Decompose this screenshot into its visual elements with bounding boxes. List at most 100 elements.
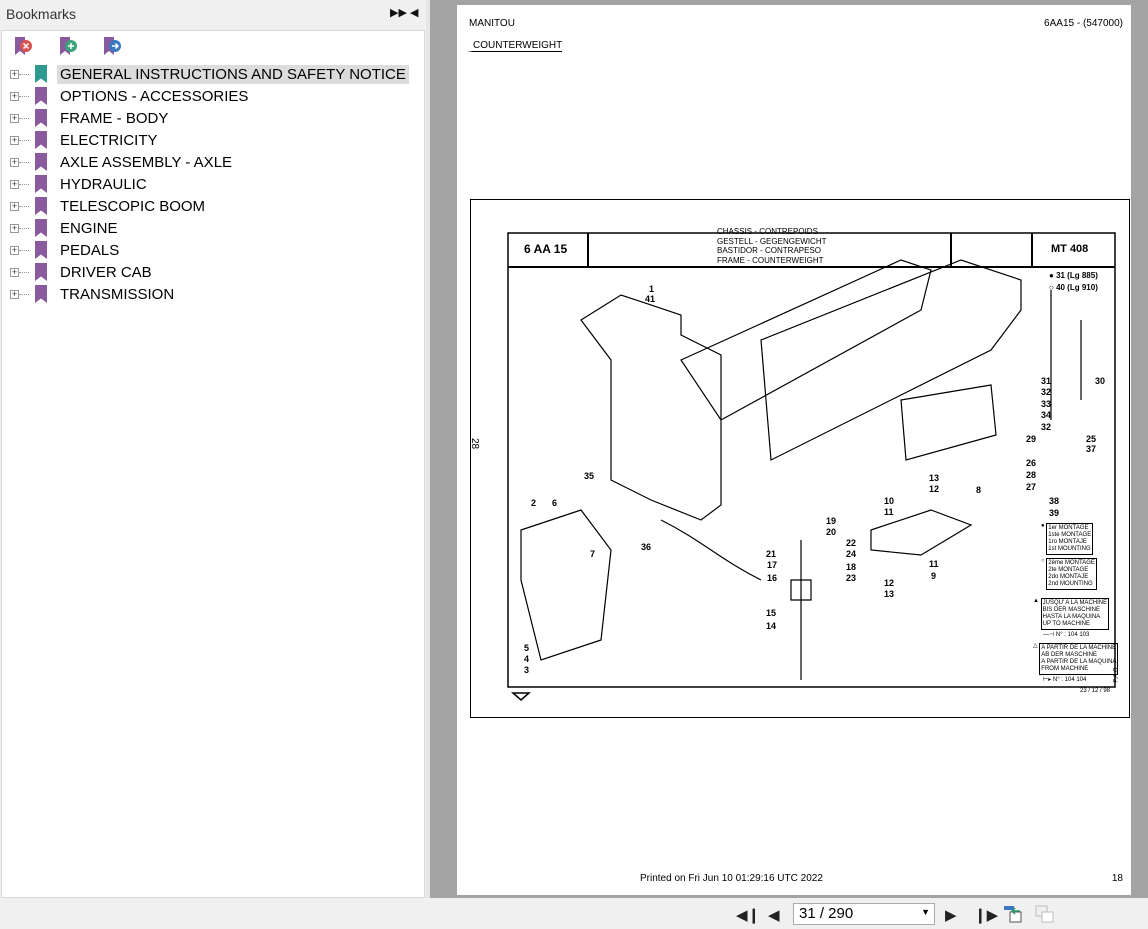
section-title: COUNTERWEIGHT	[467, 40, 563, 52]
expand-icon[interactable]: +	[10, 200, 19, 211]
part-callout: 20	[826, 527, 837, 537]
tree-line	[19, 139, 29, 141]
part-callout: 41	[645, 294, 656, 304]
bookmark-icon	[35, 219, 47, 237]
expand-icon[interactable]: +	[10, 112, 19, 123]
navigate-back-icon[interactable]	[1003, 904, 1023, 924]
part-callout: 12	[929, 484, 940, 494]
tree-line	[19, 73, 29, 75]
navigation-toolbar: ◀❙ ◀ 31 / 290▼ ▶ ❙▶	[0, 898, 1148, 929]
tree-line	[19, 161, 29, 163]
bookmark-item[interactable]: +ELECTRICITY	[10, 130, 161, 150]
part-callout: 7	[590, 549, 596, 559]
part-callout: 6	[552, 498, 558, 508]
bookmark-icon	[35, 153, 47, 171]
part-callout: 18	[846, 562, 857, 572]
last-page-button[interactable]: ❙▶	[974, 907, 999, 924]
part-callout: 29	[1026, 434, 1037, 444]
part-callout: 4	[524, 654, 530, 664]
tree-line	[19, 227, 29, 229]
bookmark-item[interactable]: + DRIVER CAB	[10, 262, 155, 282]
bookmark-item[interactable]: +OPTIONS - ACCESSORIES	[10, 86, 251, 106]
expand-icon[interactable]: +	[10, 90, 19, 101]
expand-icon[interactable]: +	[10, 178, 19, 189]
part-callout: 28	[1026, 470, 1037, 480]
bookmark-icon	[35, 197, 47, 215]
bookmarks-panel: Bookmarks ▶▶ ◀ +GENERAL INSTRUCTIONS AND…	[0, 0, 426, 898]
length-legend: ● 31 (Lg 885)○ 40 (Lg 910)	[1049, 271, 1098, 292]
bookmark-item[interactable]: + ENGINE	[10, 218, 121, 238]
bookmark-item[interactable]: + TRANSMISSION	[10, 284, 177, 304]
bookmark-label: DRIVER CAB	[60, 263, 152, 281]
tree-line	[19, 271, 29, 273]
bookmark-item[interactable]: + TELESCOPIC BOOM	[10, 196, 208, 216]
expand-icon[interactable]: +	[10, 266, 19, 277]
previous-page-button[interactable]: ◀	[768, 907, 780, 924]
part-callout: 5	[524, 643, 530, 653]
expand-icon[interactable]: +	[10, 244, 19, 255]
bookmark-item[interactable]: + PEDALS	[10, 240, 122, 260]
part-callout: 3	[524, 665, 530, 675]
bookmark-label: TELESCOPIC BOOM	[60, 197, 206, 215]
collapse-panel-icon[interactable]: ◀	[410, 7, 419, 19]
part-callout: 12	[884, 578, 895, 588]
part-callout: 37	[1086, 444, 1097, 454]
part-callout: 9	[931, 571, 937, 581]
part-callout: 32	[1041, 387, 1052, 397]
bookmark-icon	[35, 175, 47, 193]
bookmark-item[interactable]: +GENERAL INSTRUCTIONS AND SAFETY NOTICE	[10, 64, 409, 84]
bookmark-item[interactable]: +FRAME - BODY	[10, 108, 171, 128]
header-brand: MANITOU	[469, 18, 515, 29]
document-view[interactable]: MANITOU 6AA15 - (547000) COUNTERWEIGHT 2…	[430, 0, 1148, 898]
part-callout: 27	[1026, 482, 1037, 492]
bookmark-icon	[35, 87, 47, 105]
page-selector[interactable]: 31 / 290▼	[793, 903, 935, 925]
bookmark-item[interactable]: + AXLE ASSEMBLY - AXLE	[10, 152, 235, 172]
bookmark-icon	[35, 263, 47, 281]
part-callout: 36	[641, 542, 652, 552]
part-callout: 39	[1049, 508, 1060, 518]
part-callout: 2	[531, 498, 537, 508]
bookmark-label: PEDALS	[60, 241, 120, 259]
part-callout: 22	[846, 538, 857, 548]
bookmark-label: TRANSMISSION	[60, 285, 175, 303]
part-callout: 10	[884, 496, 895, 506]
expand-icon[interactable]: +	[10, 222, 19, 233]
pao-mark: P.A.O	[1113, 667, 1120, 683]
go-to-bookmark-icon[interactable]	[101, 35, 123, 57]
first-page-button[interactable]: ◀❙	[736, 907, 761, 924]
expand-icon[interactable]: +	[10, 68, 19, 79]
bookmark-label: HYDRAULIC	[60, 175, 147, 193]
bookmark-tree: +GENERAL INSTRUCTIONS AND SAFETY NOTICE+…	[1, 30, 425, 898]
bookmark-item[interactable]: + HYDRAULIC	[10, 174, 150, 194]
expand-icon[interactable]: +	[10, 288, 19, 299]
panel-splitter[interactable]	[426, 0, 430, 898]
drawing-date: 23 / 12 / 98	[1080, 688, 1111, 694]
part-callout: 8	[976, 485, 982, 495]
delete-bookmark-icon[interactable]	[12, 35, 34, 57]
tree-line	[19, 95, 29, 97]
printed-footer: Printed on Fri Jun 10 01:29:16 UTC 2022	[640, 873, 823, 884]
bookmark-icon	[35, 65, 47, 83]
part-callout: 17	[767, 560, 778, 570]
part-callout: 15	[766, 608, 777, 618]
navigate-forward-icon[interactable]	[1035, 904, 1055, 924]
next-page-button[interactable]: ▶	[945, 907, 957, 924]
tree-line	[19, 205, 29, 207]
model-code: 6 AA 15	[524, 242, 568, 256]
expand-panel-icon[interactable]: ▶▶	[390, 7, 407, 19]
part-callout: 11	[884, 507, 894, 517]
tree-line	[19, 183, 29, 185]
part-callout: 23	[846, 573, 857, 583]
bookmark-label: AXLE ASSEMBLY - AXLE	[60, 153, 233, 171]
part-callout: 35	[584, 471, 595, 481]
expand-icon[interactable]: +	[10, 134, 19, 145]
part-callout: 25	[1086, 434, 1097, 444]
add-bookmark-icon[interactable]	[57, 35, 79, 57]
bookmark-icon	[35, 131, 47, 149]
expand-icon[interactable]: +	[10, 156, 19, 167]
part-callout: 33	[1041, 399, 1052, 409]
bookmark-label: ENGINE	[60, 219, 118, 237]
